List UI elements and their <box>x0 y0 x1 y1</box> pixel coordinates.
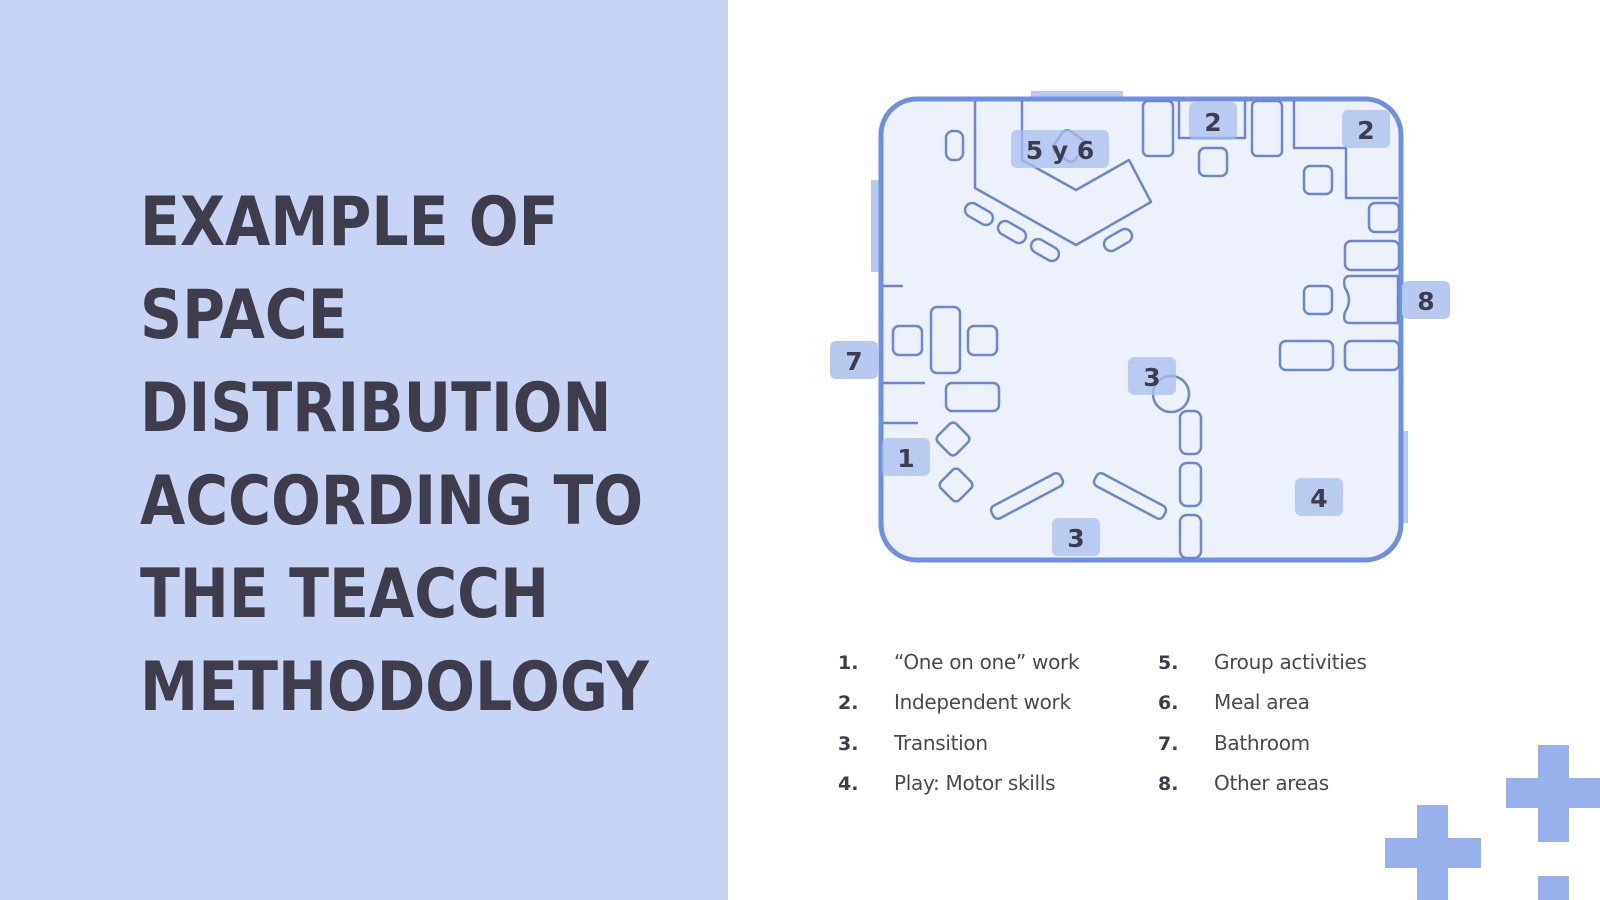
tag-2-top: 2 <box>1204 108 1221 137</box>
title-line: METHODOLOGY <box>140 648 649 727</box>
legend-label: Group activities <box>1214 650 1367 674</box>
tag-7: 7 <box>845 347 862 376</box>
title-line: THE TEACCH <box>140 555 550 634</box>
tag-3-middle: 3 <box>1143 363 1160 392</box>
legend-label: “One on one” work <box>894 650 1080 674</box>
legend-number: 1. <box>838 652 859 674</box>
legend-item: 1. “One on one” work <box>838 650 1158 690</box>
legend-number: 3. <box>838 732 859 755</box>
legend-number: 7. <box>1158 732 1179 755</box>
tag-3-bottom: 3 <box>1067 524 1084 553</box>
legend-number: 5. <box>1158 652 1179 674</box>
tag-5-and-6: 5 y 6 <box>1026 136 1095 165</box>
area-legend: 1. “One on one” work 5. Group activities… <box>838 650 1398 812</box>
tag-8: 8 <box>1417 287 1434 316</box>
legend-number: 4. <box>838 773 859 796</box>
left-panel <box>0 0 728 900</box>
title-line: EXAMPLE OF <box>140 183 559 262</box>
legend-number: 6. <box>1158 692 1179 715</box>
legend-item: 5. Group activities <box>1158 650 1398 690</box>
legend-item: 4. Play: Motor skills <box>838 771 1158 811</box>
slide-title: EXAMPLE OF SPACE DISTRIBUTION ACCORDING … <box>140 176 649 734</box>
title-line: DISTRIBUTION <box>140 369 612 448</box>
furniture <box>883 99 1401 560</box>
legend-item: 6. Meal area <box>1158 690 1398 730</box>
room-outline <box>878 96 1404 563</box>
legend-label: Play: Motor skills <box>894 771 1056 796</box>
legend-label: Other areas <box>1214 771 1329 796</box>
tag-1: 1 <box>897 444 914 473</box>
legend-item: 8. Other areas <box>1158 771 1398 811</box>
title-line: ACCORDING TO <box>140 462 644 541</box>
tag-2-corner: 2 <box>1357 116 1374 145</box>
legend-item: 7. Bathroom <box>1158 731 1398 771</box>
tag-4: 4 <box>1310 484 1327 513</box>
legend-number: 2. <box>838 692 859 715</box>
title-line: SPACE <box>140 276 348 355</box>
legend-number: 8. <box>1158 773 1179 796</box>
legend-label: Meal area <box>1214 690 1310 715</box>
classroom-floorplan: 5 y 6 2 2 8 7 3 1 3 4 <box>830 91 1450 563</box>
legend-label: Bathroom <box>1214 730 1310 755</box>
legend-label: Transition <box>894 730 988 755</box>
legend-item: 2. Independent work <box>838 690 1158 730</box>
area-tags: 5 y 6 2 2 8 7 3 1 3 4 <box>830 102 1450 556</box>
legend-item: 3. Transition <box>838 731 1158 771</box>
legend-label: Independent work <box>894 690 1071 715</box>
